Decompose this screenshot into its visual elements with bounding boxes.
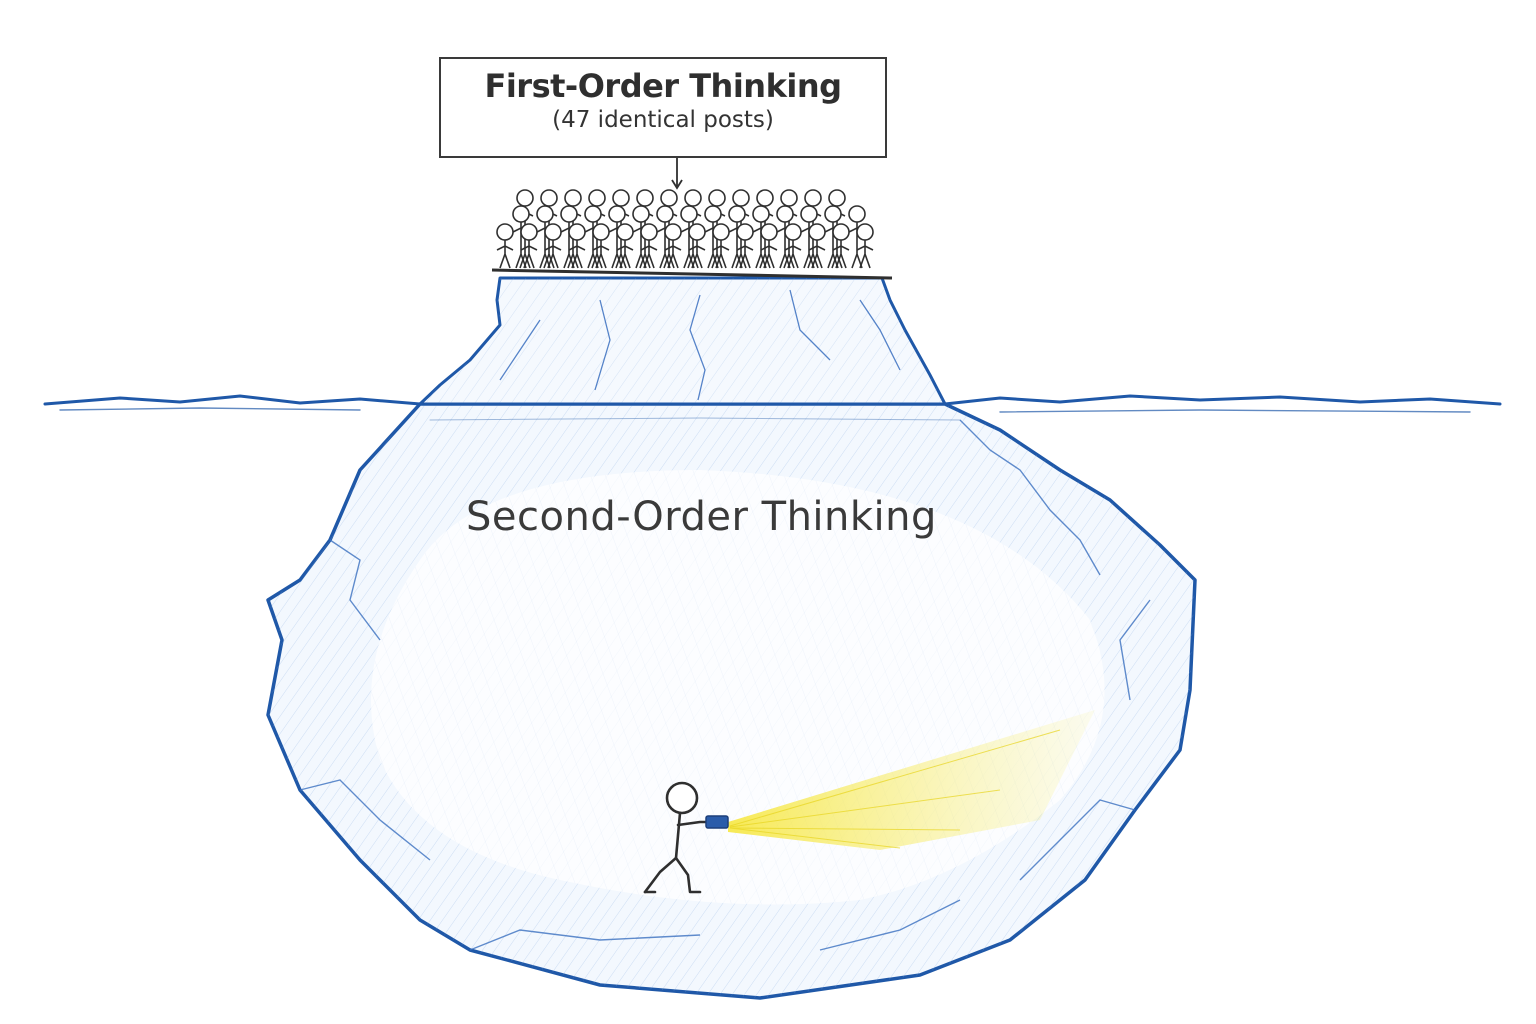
first-order-subtitle: (47 identical posts) xyxy=(552,107,774,133)
crowd-person-icon xyxy=(736,223,754,269)
crowd-person-icon xyxy=(512,205,530,269)
crowd-person-icon xyxy=(832,223,850,269)
crowd-person-icon xyxy=(824,205,842,269)
crowd-person-icon xyxy=(784,223,802,269)
crowd-person-icon xyxy=(704,205,722,269)
crowd-person-icon xyxy=(536,205,554,269)
first-order-label: First-Order Thinking (47 identical posts… xyxy=(439,57,887,158)
first-order-title: First-Order Thinking xyxy=(484,67,842,105)
crowd-person-icon xyxy=(608,205,626,269)
crowd-person-icon xyxy=(664,223,682,269)
crowd-person-icon xyxy=(848,205,866,269)
crowd-person-icon xyxy=(592,223,610,269)
crowd-person-icon xyxy=(688,223,706,269)
crowd-person-icon xyxy=(560,205,578,269)
crowd-person-icon xyxy=(712,223,730,269)
crowd-person-icon xyxy=(632,205,650,269)
second-order-title: Second-Order Thinking xyxy=(466,494,937,540)
crowd-person-icon xyxy=(776,205,794,269)
crowd-person-icon xyxy=(808,223,826,269)
water-surface xyxy=(43,394,1502,421)
crowd-person-icon xyxy=(752,205,770,269)
crowd-person-icon xyxy=(584,205,602,269)
crowd-person-icon xyxy=(640,223,658,269)
crowd-person-icon xyxy=(520,223,538,269)
crowd-person-icon xyxy=(616,223,634,269)
crowd-person-icon xyxy=(856,223,874,269)
crowd-person-icon xyxy=(568,223,586,269)
crowd-person-icon xyxy=(496,223,514,269)
crowd-person-icon xyxy=(800,205,818,269)
stick-figure-crowd-icon xyxy=(496,189,874,269)
stick-figure-with-flashlight-icon xyxy=(643,781,729,894)
crowd-person-icon xyxy=(544,223,562,269)
crowd-person-icon xyxy=(656,205,674,269)
crowd-person-icon xyxy=(680,205,698,269)
crowd-person-icon xyxy=(760,223,778,269)
crowd-person-icon xyxy=(728,205,746,269)
